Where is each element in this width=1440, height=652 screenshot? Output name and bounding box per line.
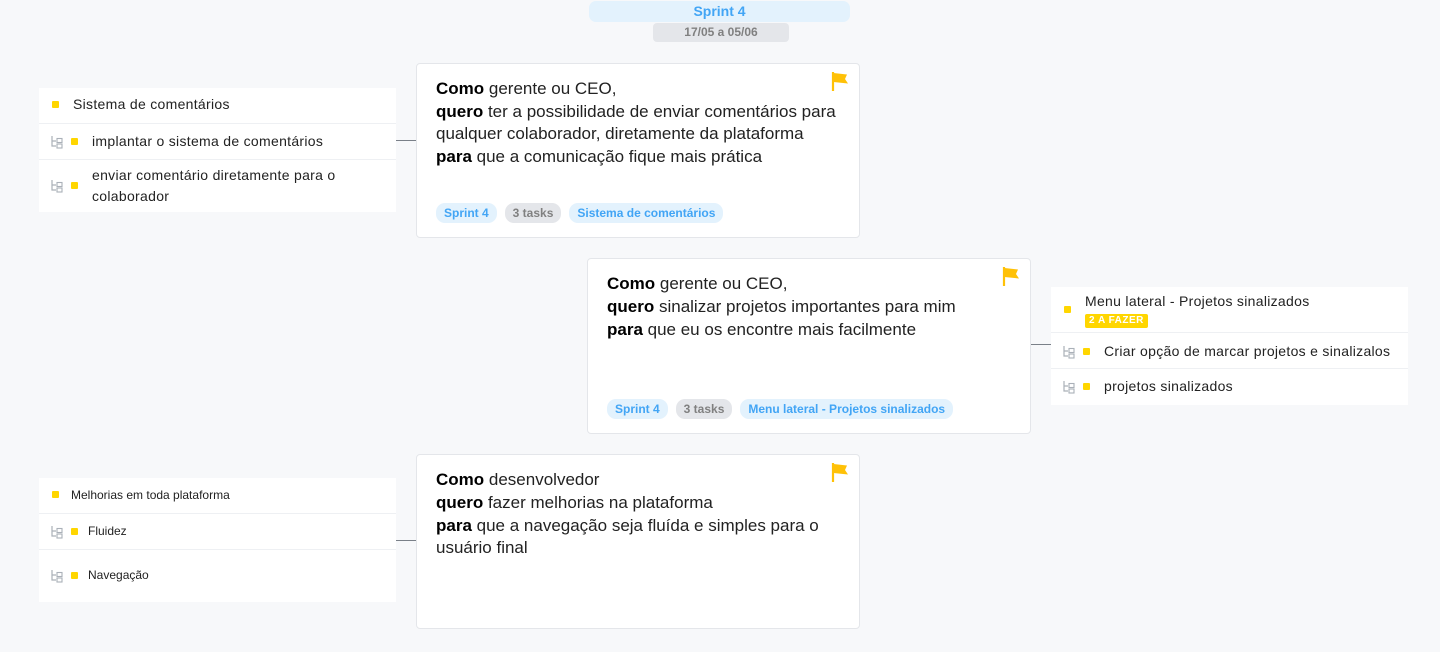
task-dot — [1083, 348, 1090, 355]
sprint-tag[interactable]: Sprint 4 — [607, 399, 668, 419]
story-card[interactable]: Como gerente ou CEO, quero ter a possibi… — [416, 63, 860, 238]
subtask-row[interactable]: Fluidez — [39, 514, 396, 550]
story-line-para: para que a navegação seja fluída e simpl… — [436, 516, 819, 557]
story-card[interactable]: Como desenvolvedor quero fazer melhorias… — [416, 454, 860, 629]
subtask-row[interactable]: Criar opção de marcar projetos e sinaliz… — [1051, 333, 1408, 369]
subtask-icon — [51, 180, 63, 193]
task-parent-label: Sistema de comentários — [73, 96, 230, 112]
task-dot — [52, 491, 59, 498]
task-parent-label: Melhorias em toda plataforma — [71, 488, 230, 502]
tasks-count-tag[interactable]: 3 tasks — [675, 399, 733, 419]
connector-line — [396, 140, 416, 141]
task-parent-label: Menu lateral - Projetos sinalizados — [1085, 293, 1310, 309]
subtask-icon — [1063, 346, 1075, 359]
connector-line — [396, 540, 416, 541]
story-line-quero: quero fazer melhorias na plataforma — [436, 493, 713, 512]
flag-icon[interactable] — [829, 70, 851, 92]
story-line-como: Como gerente ou CEO, — [607, 274, 788, 293]
task-parent-row[interactable]: Menu lateral - Projetos sinalizados 2 A … — [1051, 287, 1408, 333]
story-line-quero: quero ter a possibilidade de enviar come… — [436, 102, 836, 143]
story-line-como: Como gerente ou CEO, — [436, 79, 617, 98]
subtask-icon — [51, 570, 63, 583]
sprint-dates: 17/05 a 05/06 — [653, 23, 789, 42]
task-dot — [71, 528, 78, 535]
story-tags: Sprint 4 3 tasks Menu lateral - Projetos… — [607, 399, 954, 419]
sprint-tag[interactable]: Sprint 4 — [436, 203, 497, 223]
tasks-count-tag[interactable]: 3 tasks — [504, 203, 562, 223]
subtask-row[interactable]: projetos sinalizados — [1051, 369, 1408, 405]
task-dot — [71, 138, 78, 145]
story-card[interactable]: Como gerente ou CEO, quero sinalizar pro… — [587, 258, 1031, 434]
subtask-icon — [1063, 381, 1075, 394]
task-parent-row[interactable]: Sistema de comentários — [39, 88, 396, 124]
sprint-title[interactable]: Sprint 4 — [589, 1, 850, 22]
task-dot — [71, 182, 78, 189]
task-panel: Melhorias em toda plataforma Fluidez Nav… — [39, 478, 396, 602]
story-line-para: para que a comunicação fique mais prátic… — [436, 147, 763, 166]
epic-tag[interactable]: Sistema de comentários — [569, 203, 724, 223]
subtask-label: implantar o sistema de comentários — [92, 133, 324, 149]
story-tags: Sprint 4 3 tasks Sistema de comentários — [436, 203, 724, 223]
task-dot — [1083, 383, 1090, 390]
subtask-label: Navegação — [88, 568, 149, 582]
subtask-row[interactable]: enviar comentário diretamente para o col… — [39, 160, 396, 212]
subtask-label: Criar opção de marcar projetos e sinaliz… — [1104, 343, 1391, 359]
story-line-como: Como desenvolvedor — [436, 470, 600, 489]
epic-tag[interactable]: Menu lateral - Projetos sinalizados — [740, 399, 954, 419]
story-line-para: para que eu os encontre mais facilmente — [607, 320, 917, 339]
subtask-label: Fluidez — [88, 524, 127, 538]
task-dot — [1064, 306, 1071, 313]
task-dot — [71, 572, 78, 579]
flag-icon[interactable] — [829, 461, 851, 483]
subtask-row[interactable]: implantar o sistema de comentários — [39, 124, 396, 160]
subtask-label: enviar comentário diretamente para o col… — [92, 167, 336, 204]
task-panel: Sistema de comentários implantar o siste… — [39, 88, 396, 212]
flag-icon[interactable] — [1000, 265, 1022, 287]
connector-line — [1031, 344, 1051, 345]
task-dot — [52, 101, 59, 108]
status-badge[interactable]: 2 A FAZER — [1085, 314, 1148, 328]
subtask-label: projetos sinalizados — [1104, 378, 1233, 394]
subtask-icon — [51, 526, 63, 539]
subtask-row[interactable]: Navegação — [39, 550, 396, 602]
task-panel: Menu lateral - Projetos sinalizados 2 A … — [1051, 287, 1408, 405]
story-line-quero: quero sinalizar projetos importantes par… — [607, 297, 956, 316]
subtask-icon — [51, 136, 63, 149]
task-parent-row[interactable]: Melhorias em toda plataforma — [39, 478, 396, 514]
